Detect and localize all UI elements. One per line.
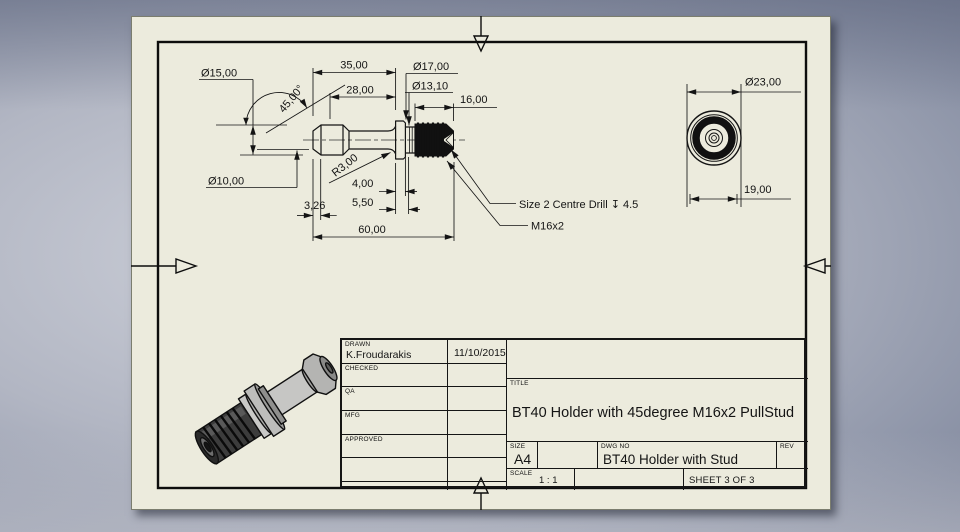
titleblock-cell-empty1 — [342, 458, 448, 482]
titleblock-cell-drawn: DRAWN K.Froudarakis — [342, 340, 448, 364]
note-m16x2: M16x2 — [531, 221, 564, 233]
scale-value: 1 : 1 — [539, 475, 558, 486]
titleblock-cell-approved-date — [448, 434, 507, 459]
titleblock-cell-approved: APPROVED — [342, 434, 448, 459]
dim-dia15: Ø15,00 — [201, 68, 237, 80]
center-mark-right — [802, 258, 831, 274]
dwg-number: BT40 Holder with Stud — [603, 452, 739, 467]
center-mark-bottom — [472, 476, 490, 510]
dwgno-label: DWG NO — [601, 443, 630, 450]
titleblock-title-cell: TITLE BT40 Holder with 45degree M16x2 Pu… — [507, 379, 808, 442]
rev-label: REV — [780, 443, 794, 450]
mfg-label: MFG — [345, 412, 361, 419]
dim-35: 35,00 — [340, 60, 368, 72]
center-mark-top — [472, 16, 490, 53]
titleblock-blank-area — [507, 340, 808, 379]
front-view — [303, 120, 465, 160]
size-label: SIZE — [510, 443, 526, 450]
dim-4: 4,00 — [352, 178, 373, 190]
sheet-number: SHEET 3 OF 3 — [689, 475, 755, 486]
titleblock-size-cell: SIZE A4 — [507, 442, 538, 469]
dim-19: 19,00 — [744, 184, 772, 196]
dim-550: 5,50 — [352, 197, 373, 209]
end-view: Ø23,00 19,00 — [686, 77, 801, 207]
dim-326: 3,26 — [304, 200, 325, 212]
dim-60: 60,00 — [358, 224, 386, 236]
titleblock-dwgno-cell: DWG NO BT40 Holder with Stud — [598, 442, 777, 469]
titleblock-cell-empty2 — [448, 458, 507, 482]
drawn-value: K.Froudarakis — [346, 348, 412, 361]
titleblock-cell-drawn-date: 11/10/2015 — [448, 340, 507, 364]
titleblock-cell-qa-date — [448, 387, 507, 411]
title-label: TITLE — [510, 380, 529, 387]
dim-dia10: Ø10,00 — [208, 176, 244, 188]
centering-marks — [131, 16, 831, 510]
checked-label: CHECKED — [345, 364, 379, 372]
titleblock-cell-mfg-date — [448, 411, 507, 435]
dim-dia23: Ø23,00 — [745, 77, 781, 89]
drawn-date: 11/10/2015 — [454, 346, 506, 359]
titleblock-sheet-cell: SHEET 3 OF 3 — [684, 469, 808, 490]
qa-label: QA — [345, 388, 355, 396]
titleblock-cell-qa: QA — [342, 387, 448, 411]
titleblock-cell-empty3 — [342, 482, 448, 490]
dim-28: 28,00 — [346, 85, 374, 97]
front-view-dimensions — [199, 68, 528, 241]
dim-16: 16,00 — [460, 94, 488, 106]
centre-drill-cone — [444, 133, 453, 147]
titleblock-cell-mfg: MFG — [342, 411, 448, 435]
drawn-label: DRAWN — [345, 341, 371, 348]
thread-ring — [692, 116, 736, 160]
title-block: DRAWN K.Froudarakis 11/10/2015 CHECKED Q… — [340, 338, 808, 490]
scale-label: SCALE — [510, 470, 533, 477]
titleblock-cell-checked: CHECKED — [342, 363, 448, 388]
sheet-size: A4 — [514, 451, 532, 467]
center-mark-left — [131, 258, 199, 274]
thread-section — [414, 122, 454, 158]
note-centre-drill: Size 2 Centre Drill ↧ 4.5 — [519, 199, 638, 211]
dim-dia17: Ø17,00 — [413, 61, 449, 73]
titleblock-scale-cell: SCALE 1 : 1 — [507, 469, 575, 490]
isometric-view — [194, 353, 338, 465]
titleblock-scale-spare-cell — [575, 469, 684, 490]
dim-angle45: 45,00° — [277, 83, 307, 115]
titleblock-size-spare-cell — [538, 442, 598, 469]
approved-label: APPROVED — [345, 435, 383, 443]
dim-dia13: Ø13,10 — [412, 81, 448, 93]
titleblock-rev-cell: REV — [777, 442, 808, 469]
titleblock-cell-checked-date — [448, 363, 507, 388]
titleblock-cell-empty4 — [448, 482, 507, 490]
drawing-title: BT40 Holder with 45degree M16x2 PullStud — [512, 405, 795, 421]
